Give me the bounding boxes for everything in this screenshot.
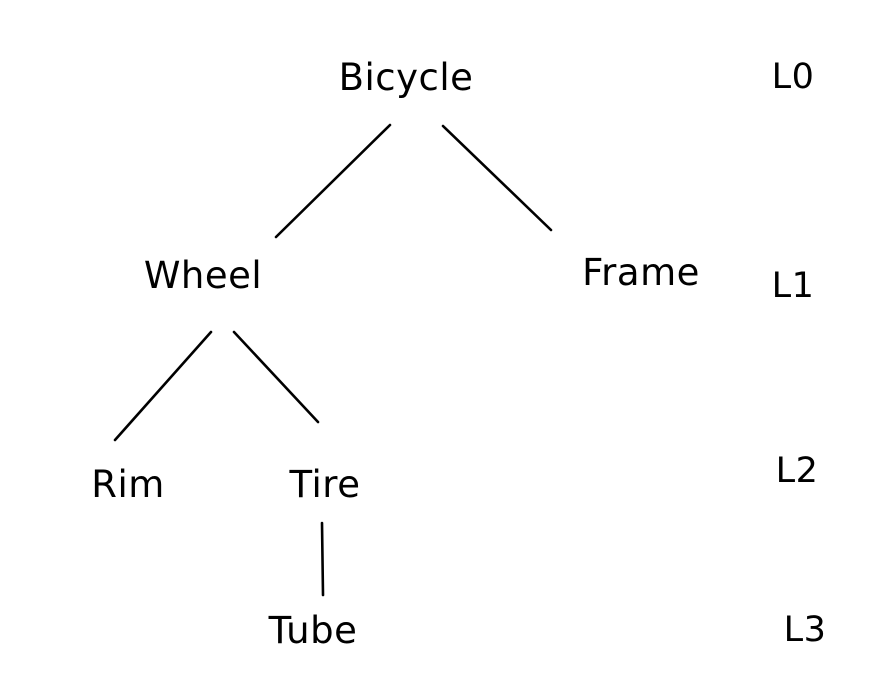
edge-wheel-to-tire — [232, 330, 320, 424]
edge-bicycle-to-wheel — [274, 123, 392, 239]
edge-tire-to-tube — [320, 521, 325, 597]
edge-bicycle-to-frame — [441, 124, 553, 232]
level-label-l3: L3 — [784, 610, 827, 650]
edge-group — [113, 123, 553, 597]
level-label-l0: L0 — [772, 57, 815, 97]
level-label-l2: L2 — [776, 451, 819, 491]
node-label-bicycle[interactable]: Bicycle — [339, 56, 474, 99]
node-label-wheel[interactable]: Wheel — [144, 254, 262, 297]
node-label-frame[interactable]: Frame — [582, 251, 700, 294]
edge-wheel-to-rim — [113, 330, 213, 442]
node-label-tire[interactable]: Tire — [289, 463, 361, 506]
node-label-tube[interactable]: Tube — [268, 609, 358, 652]
node-label-rim[interactable]: Rim — [91, 463, 165, 506]
level-label-l1: L1 — [772, 266, 815, 306]
